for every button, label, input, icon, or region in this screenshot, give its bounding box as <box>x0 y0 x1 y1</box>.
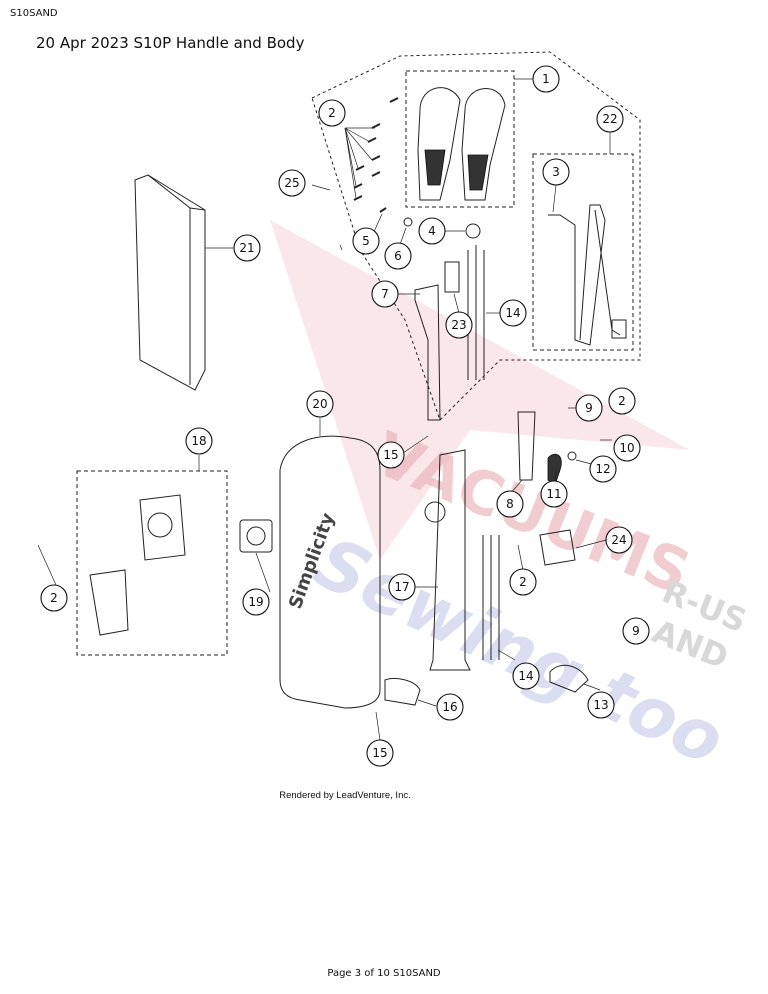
callout-19: 19 <box>242 588 270 616</box>
svg-text:2: 2 <box>328 106 336 120</box>
part-6-washer <box>403 217 413 227</box>
cord-clip <box>539 529 576 566</box>
group-18-outline <box>76 470 228 656</box>
group-1-outline <box>405 70 515 208</box>
part-4-knob <box>465 223 481 239</box>
document-code: S10SAND <box>10 8 58 19</box>
part-12-spring <box>567 451 577 461</box>
svg-text:21: 21 <box>239 241 254 255</box>
callout-2-right: 2 <box>608 387 636 415</box>
callout-10: 10 <box>613 434 641 462</box>
callout-23: 23 <box>445 311 473 339</box>
page-title: 20 Apr 2023 S10P Handle and Body <box>36 34 305 52</box>
svg-text:24: 24 <box>611 533 626 547</box>
svg-text:8: 8 <box>506 497 514 511</box>
callout-2-top: 2 <box>318 99 346 127</box>
switch-lever <box>547 453 562 486</box>
main-handle-body <box>424 449 471 671</box>
svg-text:25: 25 <box>284 176 299 190</box>
svg-text:15: 15 <box>372 746 387 760</box>
motor-mount-assembly <box>89 494 186 636</box>
callout-14-lower: 14 <box>512 662 540 690</box>
callout-3: 3 <box>542 158 570 186</box>
svg-text:23: 23 <box>451 318 466 332</box>
svg-text:1: 1 <box>542 72 550 86</box>
svg-text:22: 22 <box>602 112 617 126</box>
callout-2-left: 2 <box>40 584 68 612</box>
svg-text:14: 14 <box>505 306 520 320</box>
callout-24: 24 <box>605 526 633 554</box>
svg-text:3: 3 <box>552 165 560 179</box>
callout-13: 13 <box>587 691 615 719</box>
callout-9-top: 9 <box>575 394 603 422</box>
svg-text:17: 17 <box>394 580 409 594</box>
svg-text:4: 4 <box>428 224 436 238</box>
svg-text:19: 19 <box>248 595 263 609</box>
group-22-outline <box>532 153 634 351</box>
svg-text:14: 14 <box>518 669 533 683</box>
handle-tube <box>414 284 441 421</box>
gasket-hole <box>246 526 266 546</box>
svg-text:13: 13 <box>593 698 608 712</box>
svg-text:15: 15 <box>383 448 398 462</box>
handle-halves <box>417 87 506 201</box>
bag-panel <box>134 174 206 391</box>
callout-20: 20 <box>306 390 334 418</box>
svg-text:11: 11 <box>546 487 561 501</box>
svg-text:5: 5 <box>362 234 370 248</box>
front-bumper <box>384 677 421 706</box>
svg-text:2: 2 <box>618 394 626 408</box>
screws-top <box>344 97 399 201</box>
svg-text:7: 7 <box>381 287 389 301</box>
svg-text:20: 20 <box>312 397 327 411</box>
svg-text:10: 10 <box>619 441 634 455</box>
power-cord <box>548 204 627 346</box>
wire-harness-lower <box>482 535 500 660</box>
svg-text:12: 12 <box>595 462 610 476</box>
callout-11: 11 <box>540 480 568 508</box>
bottom-cap <box>549 664 589 693</box>
callout-22: 22 <box>596 105 624 133</box>
callout-17: 17 <box>388 573 416 601</box>
callout-5: 5 <box>352 227 380 255</box>
callout-12: 12 <box>589 455 617 483</box>
callout-14-top: 14 <box>499 299 527 327</box>
callout-8: 8 <box>496 490 524 518</box>
callout-21: 21 <box>233 234 261 262</box>
callout-4: 4 <box>418 217 446 245</box>
svg-text:9: 9 <box>585 401 593 415</box>
switch-plate <box>517 411 536 481</box>
render-credit: Rendered by LeadVenture, Inc. <box>279 790 411 801</box>
callout-6: 6 <box>384 242 412 270</box>
watermark-logo-shape <box>270 220 690 560</box>
svg-text:18: 18 <box>191 434 206 448</box>
svg-text:9: 9 <box>632 624 640 638</box>
part-5-screw <box>379 207 387 213</box>
callout-15-mid: 15 <box>377 441 405 469</box>
callout-15-bottom: 15 <box>366 739 394 767</box>
svg-text:2: 2 <box>50 591 58 605</box>
callout-9-lower: 9 <box>622 617 650 645</box>
page-footer: Page 3 of 10 S10SAND <box>327 968 441 979</box>
callout-1: 1 <box>532 65 560 93</box>
svg-text:6: 6 <box>394 249 402 263</box>
callout-18: 18 <box>185 427 213 455</box>
callout-7: 7 <box>371 280 399 308</box>
callout-25: 25 <box>278 169 306 197</box>
callout-2-mid: 2 <box>509 568 537 596</box>
svg-text:16: 16 <box>442 700 457 714</box>
gasket <box>239 519 273 553</box>
callout-16: 16 <box>436 693 464 721</box>
svg-text:2: 2 <box>519 575 527 589</box>
part-23-label <box>444 261 460 293</box>
